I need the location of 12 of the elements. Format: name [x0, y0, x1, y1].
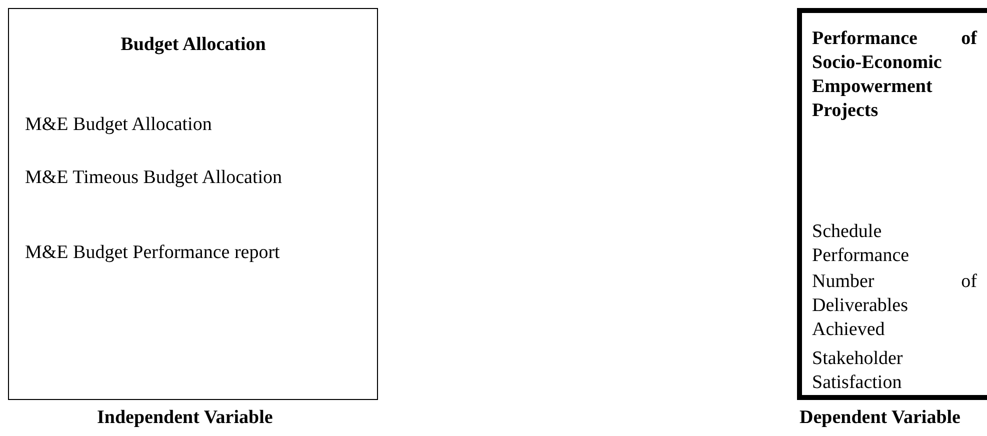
variable-caption: Dependent Variable: [800, 407, 960, 429]
box-heading: Performance of Socio-Economic Empowerment Projects: [812, 27, 977, 123]
indicator-text: Number of Deliverables Achieved: [812, 270, 977, 342]
indicator-text: Stakeholder Satisfaction: [812, 347, 904, 395]
indicator-text: M&E Timeous Budget Allocation: [25, 166, 284, 190]
indicator-text: M&E Budget Allocation: [25, 113, 213, 137]
box-heading: Budget Allocation: [120, 33, 267, 57]
variable-caption: Independent Variable: [97, 407, 273, 429]
indicator-text: Schedule Performance: [812, 220, 910, 268]
variable-box: [8, 8, 378, 400]
variable-box: [797, 8, 987, 400]
indicator-text: M&E Budget Performance report: [25, 241, 281, 265]
